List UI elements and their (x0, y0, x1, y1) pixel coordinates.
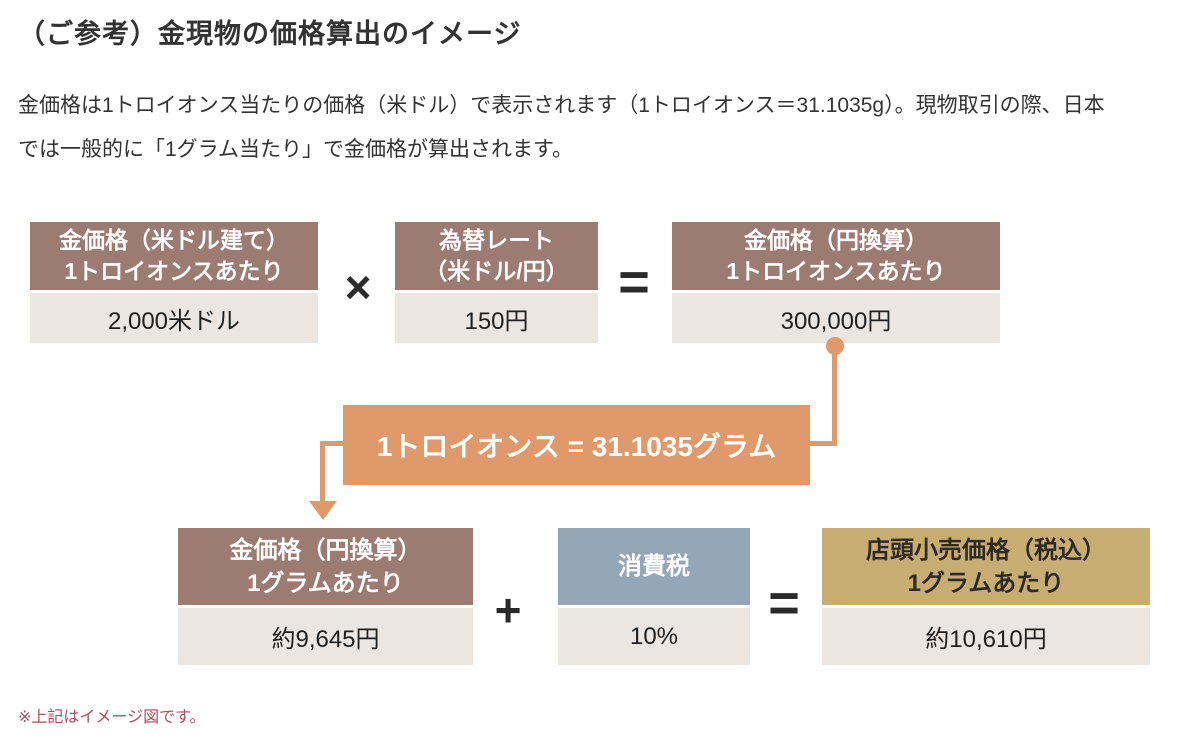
box-consumption-tax: 消費税 10% (558, 528, 750, 665)
connector-vertical-left (320, 441, 325, 502)
connector-horizontal-left (320, 441, 344, 446)
description: 金価格は1トロイオンス当たりの価格（米ドル）で表示されます（1トロイオンス＝31… (18, 84, 1105, 172)
box-gold-price-usd-value: 2,000米ドル (30, 293, 318, 343)
box-retail-price-header: 店頭小売価格（税込） 1グラムあたり (822, 528, 1150, 605)
box-gold-price-usd-header: 金価格（米ドル建て） 1トロイオンスあたり (30, 222, 318, 290)
box-gold-price-jpy-gram: 金価格（円換算） 1グラムあたり 約9,645円 (178, 528, 473, 665)
box-retail-price: 店頭小売価格（税込） 1グラムあたり 約10,610円 (822, 528, 1150, 665)
box-retail-price-value: 約10,610円 (822, 608, 1150, 665)
box-gold-price-jpy-ounce: 金価格（円換算） 1トロイオンスあたり 300,000円 (672, 222, 1000, 343)
box-fx-rate-header: 為替レート （米ドル/円） (395, 222, 598, 290)
connector-dot (826, 337, 844, 355)
multiply-operator: × (344, 261, 372, 313)
description-line-2: では一般的に「1グラム当たり」で金価格が算出されます。 (18, 138, 573, 161)
equals-operator-1: = (618, 252, 650, 312)
arrow-down-icon (309, 501, 337, 520)
box-gold-price-usd-title-line2: 1トロイオンスあたり (64, 258, 284, 284)
box-gold-price-jpy-gram-value: 約9,645円 (178, 608, 473, 665)
box-gold-price-jpy-ounce-header: 金価格（円換算） 1トロイオンスあたり (672, 222, 1000, 290)
box-consumption-tax-title: 消費税 (618, 553, 690, 580)
box-consumption-tax-header: 消費税 (558, 528, 750, 605)
box-gold-price-jpy-ounce-value: 300,000円 (672, 293, 1000, 343)
box-consumption-tax-value: 10% (558, 608, 750, 665)
box-gold-price-jpy-gram-title-line1: 金価格（円換算） (229, 536, 422, 564)
page-title: （ご参考）金現物の価格算出のイメージ (18, 19, 522, 49)
box-retail-price-title-line2: 1グラムあたり (907, 569, 1065, 597)
connector-horizontal-right (810, 441, 837, 446)
box-fx-rate-value: 150円 (395, 293, 598, 343)
box-fx-rate-title-line2: （米ドル/円） (424, 258, 569, 284)
box-gold-price-jpy-ounce-title-line1: 金価格（円換算） (744, 227, 928, 253)
box-retail-price-title-line1: 店頭小売価格（税込） (866, 536, 1106, 564)
box-fx-rate: 為替レート （米ドル/円） 150円 (395, 222, 598, 343)
footnote: ※上記はイメージ図です。 (18, 709, 206, 726)
equals-operator-2: = (768, 573, 800, 633)
description-line-1: 金価格は1トロイオンス当たりの価格（米ドル）で表示されます（1トロイオンス＝31… (18, 94, 1105, 117)
box-gold-price-jpy-gram-title-line2: 1グラムあたり (247, 569, 404, 597)
box-fx-rate-title-line1: 為替レート (439, 227, 554, 253)
box-troy-ounce-conversion: 1トロイオンス = 31.1035グラム (343, 405, 810, 485)
box-gold-price-jpy-ounce-title-line2: 1トロイオンスあたり (726, 258, 946, 284)
box-gold-price-usd: 金価格（米ドル建て） 1トロイオンスあたり 2,000米ドル (30, 222, 318, 343)
box-gold-price-jpy-gram-header: 金価格（円換算） 1グラムあたり (178, 528, 473, 605)
connector-vertical-right (832, 347, 837, 446)
plus-operator: + (494, 584, 522, 636)
box-gold-price-usd-title-line1: 金価格（米ドル建て） (59, 227, 289, 253)
